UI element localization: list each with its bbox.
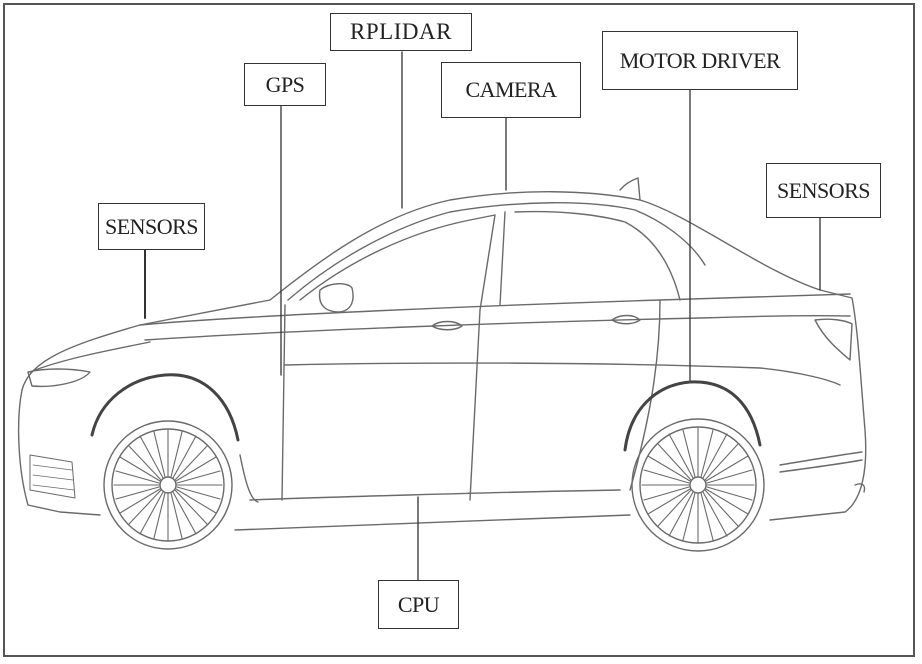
front-wheel: [92, 375, 238, 549]
gps-label: GPS: [244, 63, 326, 106]
motor-driver-label: MOTOR DRIVER: [602, 31, 798, 90]
leader-lines: [145, 52, 820, 580]
sensors-rear-label: SENSORS: [766, 163, 881, 218]
rplidar-label: RPLIDAR: [330, 13, 472, 51]
rear-wheel: [625, 382, 764, 551]
cpu-label: CPU: [378, 580, 459, 629]
sensors-front-label: SENSORS: [98, 203, 205, 250]
camera-label: CAMERA: [441, 62, 581, 118]
